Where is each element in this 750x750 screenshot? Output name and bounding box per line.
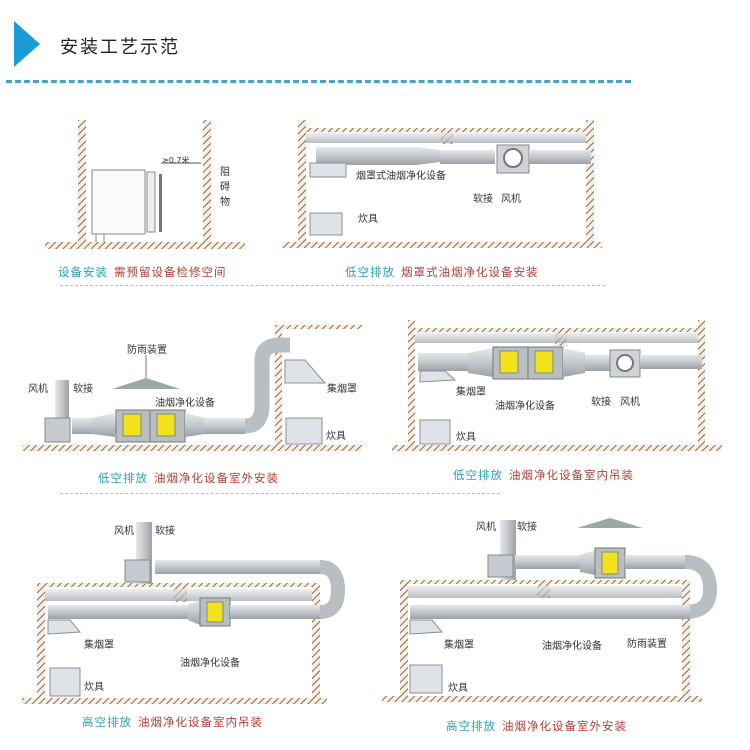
floor bbox=[45, 242, 245, 249]
caption-high-outdoor: 高空排放油烟净化设备室外安装 bbox=[446, 718, 627, 734]
clearance-label: ≥0.7米 bbox=[162, 156, 190, 165]
fan-label: 风机 bbox=[620, 397, 640, 408]
purifier-unit bbox=[91, 169, 146, 235]
caption-prefix: 低空排放 bbox=[453, 468, 503, 482]
soft-joint-label: 软接 bbox=[155, 526, 175, 537]
caption-prefix: 低空排放 bbox=[345, 265, 395, 279]
panel-high-indoor bbox=[22, 522, 346, 704]
caption-text: 油烟净化设备室外安装 bbox=[502, 719, 627, 733]
caption-prefix: 设备安装 bbox=[58, 265, 108, 279]
caption-text: 烟罩式油烟净化设备安装 bbox=[401, 265, 539, 279]
stove bbox=[309, 212, 343, 236]
triangle-right-icon bbox=[14, 21, 40, 67]
caption-low-hood-type: 低空排放烟罩式油烟净化设备安装 bbox=[345, 264, 539, 280]
fan-label: 风机 bbox=[501, 194, 521, 205]
hood-label: 集烟罩 bbox=[84, 640, 114, 651]
panel-low-hood-type bbox=[282, 120, 602, 248]
fan-label: 风机 bbox=[476, 522, 496, 533]
purifier-label: 油烟净化设备 bbox=[542, 641, 602, 652]
caption-high-indoor: 高空排放油烟净化设备室内吊装 bbox=[82, 714, 263, 730]
hood bbox=[284, 359, 327, 384]
wall-right bbox=[203, 120, 211, 242]
purifier-label: 油烟净化设备 bbox=[180, 658, 240, 669]
unit-door bbox=[146, 171, 156, 233]
soft-joint-label: 软接 bbox=[473, 194, 493, 205]
fan-label: 风机 bbox=[114, 526, 134, 537]
stove-label: 炊具 bbox=[326, 431, 346, 442]
caption-prefix: 低空排放 bbox=[98, 471, 148, 485]
rain-cover-label: 防雨装置 bbox=[627, 639, 667, 650]
stove-label: 炊具 bbox=[84, 682, 104, 693]
panel-low-outdoor bbox=[22, 325, 362, 451]
stove-label: 炊具 bbox=[448, 683, 468, 694]
caption-text: 需预留设备检修空间 bbox=[114, 265, 227, 279]
hood-label: 集烟罩 bbox=[327, 384, 357, 395]
title-divider bbox=[6, 80, 631, 83]
wall-left bbox=[78, 120, 86, 242]
panel-high-outdoor bbox=[382, 518, 718, 702]
page-title: 安装工艺示范 bbox=[60, 37, 180, 58]
stove-label: 炊具 bbox=[358, 214, 378, 225]
caption-equipment-install: 设备安装需预留设备检修空间 bbox=[58, 264, 227, 280]
fan-label: 风机 bbox=[28, 384, 48, 395]
caption-prefix: 高空排放 bbox=[446, 719, 496, 733]
row-divider-1 bbox=[60, 285, 605, 286]
hood-label: 集烟罩 bbox=[444, 640, 474, 651]
caption-low-indoor: 低空排放油烟净化设备室内吊装 bbox=[453, 467, 634, 483]
soft-joint-label: 软接 bbox=[73, 384, 93, 395]
caption-text: 油烟净化设备室内吊装 bbox=[138, 715, 263, 729]
purifier-label: 油烟净化设备 bbox=[495, 401, 555, 412]
caption-prefix: 高空排放 bbox=[82, 715, 132, 729]
soft-joint-label: 软接 bbox=[591, 397, 611, 408]
door-panel bbox=[159, 174, 162, 232]
hood-label: 集烟罩 bbox=[456, 387, 486, 398]
row-divider-2 bbox=[60, 493, 500, 494]
caption-text: 油烟净化设备室内吊装 bbox=[509, 468, 634, 482]
hood-purifier bbox=[309, 162, 347, 178]
caption-text: 油烟净化设备室外安装 bbox=[154, 471, 279, 485]
rain-cover-label: 防雨装置 bbox=[127, 345, 167, 356]
stove-label: 炊具 bbox=[456, 432, 476, 443]
panel-equipment-install bbox=[45, 120, 245, 249]
purifier-label: 油烟净化设备 bbox=[155, 398, 215, 409]
rain-cover bbox=[112, 378, 180, 389]
caption-low-outdoor: 低空排放油烟净化设备室外安装 bbox=[98, 470, 279, 486]
purifier-label: 烟罩式油烟净化设备 bbox=[356, 171, 446, 182]
soft-joint-label: 软接 bbox=[517, 522, 537, 533]
obstacle-label: 阻碍物 bbox=[220, 167, 230, 208]
panel-low-indoor bbox=[392, 320, 722, 451]
stove bbox=[285, 417, 323, 445]
